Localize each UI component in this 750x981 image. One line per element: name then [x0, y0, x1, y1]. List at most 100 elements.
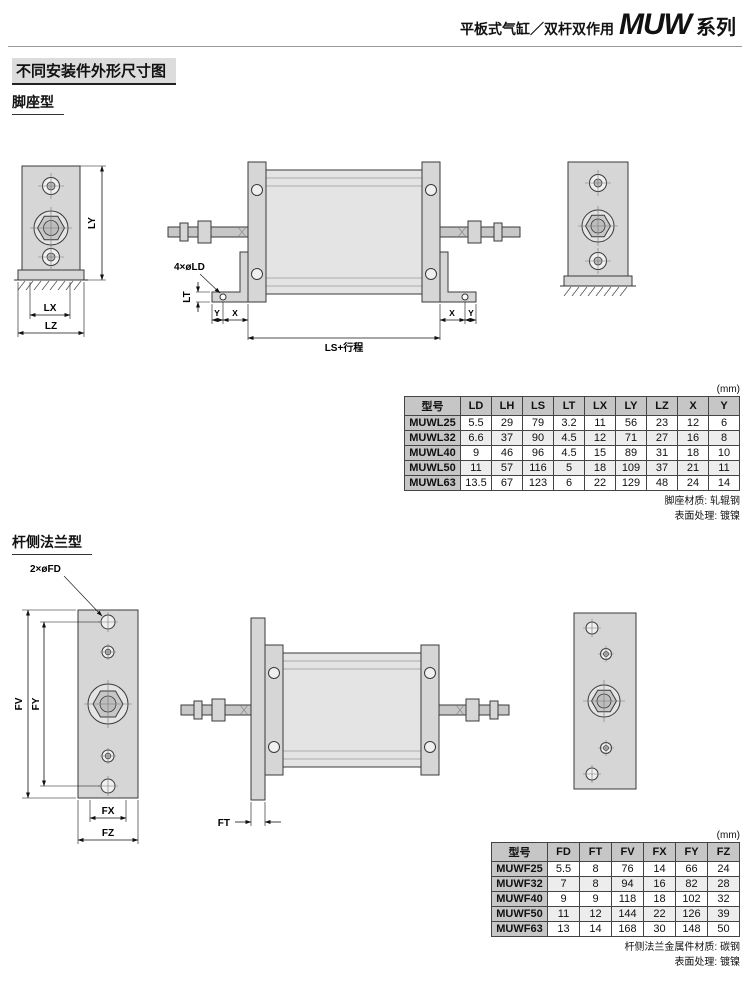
value-cell: 126: [675, 906, 708, 922]
value-cell: 14: [708, 475, 740, 491]
dimension-fx: FX: [89, 800, 127, 822]
value-cell: 82: [675, 876, 708, 892]
dim-label-ld-callout: 4×øLD: [174, 262, 205, 273]
dim-label-y-right: Y: [468, 308, 474, 318]
column-header: FD: [547, 842, 580, 862]
dim-label-y-left: Y: [214, 308, 220, 318]
value-cell: 129: [615, 475, 647, 491]
value-cell: 118: [611, 891, 644, 907]
value-cell: 48: [646, 475, 678, 491]
dim-label-ly: LY: [87, 217, 98, 229]
value-cell: 76: [611, 861, 644, 877]
column-header: 型号: [491, 842, 548, 862]
flange-mount-side-view: FT: [180, 617, 510, 829]
foot-bracket-plate-rear: [560, 161, 636, 297]
dim-label-ft: FT: [218, 818, 230, 829]
value-cell: 4.5: [553, 430, 585, 446]
section-title: 不同安装件外形尺寸图: [12, 58, 177, 85]
value-cell: 56: [615, 415, 647, 431]
dimension-chain: Y X X Y LS+行程: [211, 302, 477, 354]
unit-label: (mm): [716, 830, 740, 841]
dimension-lz: LZ: [17, 282, 85, 337]
value-cell: 22: [584, 475, 616, 491]
model-cell: MUWF63: [491, 921, 548, 937]
value-cell: 46: [491, 445, 523, 461]
flange-plate: [77, 609, 139, 799]
value-cell: 89: [615, 445, 647, 461]
value-cell: 5.5: [547, 861, 580, 877]
dim-label-fv: FV: [14, 697, 25, 710]
value-cell: 11: [460, 460, 492, 476]
value-cell: 22: [643, 906, 676, 922]
value-cell: 123: [522, 475, 554, 491]
foot-brackets: [211, 251, 477, 303]
value-cell: 31: [646, 445, 678, 461]
value-cell: 7: [547, 876, 580, 892]
dim-label-x-left: X: [232, 308, 238, 318]
value-cell: 9: [547, 891, 580, 907]
value-cell: 32: [707, 891, 740, 907]
value-cell: 30: [643, 921, 676, 937]
page-header: 平板式气缸／双杆双作用 MUW 系列: [460, 10, 736, 40]
value-cell: 6.6: [460, 430, 492, 446]
cylinder-body: [247, 161, 441, 303]
value-cell: 8: [579, 876, 612, 892]
value-cell: 16: [677, 430, 709, 446]
value-cell: 28: [707, 876, 740, 892]
value-cell: 24: [707, 861, 740, 877]
value-cell: 66: [675, 861, 708, 877]
note-material: 杆侧法兰金属件材质: 碳钢: [624, 942, 740, 953]
column-header: FV: [611, 842, 644, 862]
value-cell: 50: [707, 921, 740, 937]
foot-mount-rear-view: [560, 161, 636, 297]
dimension-fv: FV: [14, 609, 76, 799]
value-cell: 96: [522, 445, 554, 461]
value-cell: 10: [708, 445, 740, 461]
value-cell: 18: [643, 891, 676, 907]
value-cell: 14: [643, 861, 676, 877]
dimension-lt: LT: [182, 282, 210, 312]
value-cell: 6: [553, 475, 585, 491]
dim-label-fd-callout: 2×øFD: [30, 564, 61, 575]
model-cell: MUWF32: [491, 876, 548, 892]
value-cell: 4.5: [553, 445, 585, 461]
value-cell: 109: [615, 460, 647, 476]
dim-label-fy: FY: [31, 697, 42, 710]
piston-rods: [167, 220, 521, 244]
value-cell: 24: [677, 475, 709, 491]
dim-label-lx: LX: [44, 303, 57, 314]
column-header: X: [677, 396, 709, 416]
value-cell: 23: [646, 415, 678, 431]
value-cell: 12: [584, 430, 616, 446]
column-header: LY: [615, 396, 647, 416]
series-suffix: 系列: [696, 17, 736, 39]
series-name: MUW: [619, 8, 692, 41]
dim-label-ls-stroke: LS+行程: [325, 341, 364, 354]
value-cell: 144: [611, 906, 644, 922]
value-cell: 27: [646, 430, 678, 446]
dim-label-lz: LZ: [45, 321, 57, 332]
column-header: Y: [708, 396, 740, 416]
foot-bracket-plate: [14, 165, 88, 291]
value-cell: 8: [708, 430, 740, 446]
dim-label-lt: LT: [182, 291, 193, 302]
value-cell: 5: [553, 460, 585, 476]
value-cell: 3.2: [553, 415, 585, 431]
hole-callout: 2×øFD: [30, 564, 103, 617]
value-cell: 14: [579, 921, 612, 937]
value-cell: 18: [677, 445, 709, 461]
value-cell: 90: [522, 430, 554, 446]
value-cell: 18: [584, 460, 616, 476]
column-header: LH: [491, 396, 523, 416]
value-cell: 9: [579, 891, 612, 907]
value-cell: 148: [675, 921, 708, 937]
value-cell: 94: [611, 876, 644, 892]
dim-label-x-right: X: [449, 308, 455, 318]
